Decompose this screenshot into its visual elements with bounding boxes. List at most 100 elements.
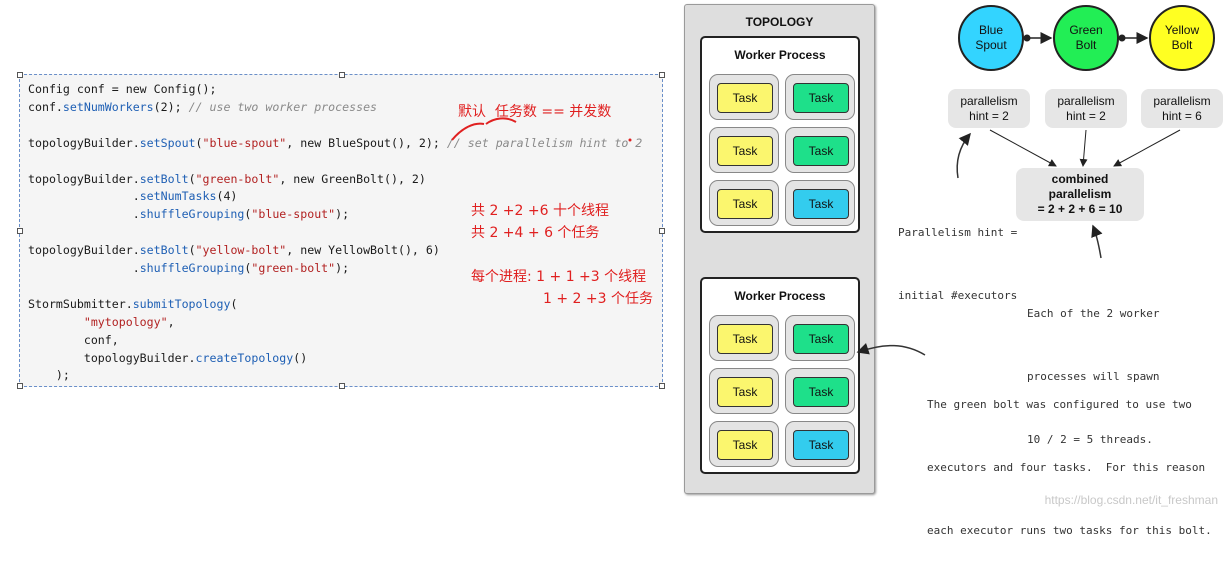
resize-handle[interactable] — [339, 72, 345, 78]
code-line: .shuffleGrouping("green-bolt"); — [28, 261, 349, 275]
code-text: Config conf = new Config(); — [28, 82, 217, 96]
arrow-annotation-green — [856, 342, 926, 356]
code-text: ); — [335, 261, 350, 275]
edge-dot — [1118, 34, 1126, 42]
annotation-line: initial #executors — [898, 289, 1018, 302]
code-method: setNumWorkers — [62, 99, 154, 114]
code-text: () — [293, 350, 308, 365]
executor-slot: Task — [709, 127, 779, 173]
code-text: ); — [28, 368, 70, 383]
executor-slot: Task — [785, 180, 855, 226]
code-line: Config conf = new Config(); — [28, 82, 216, 96]
code-text: , new BlueSpout(), 2); — [286, 135, 447, 150]
node-label: Bolt — [1171, 38, 1193, 52]
code-text: topologyBuilder. — [28, 350, 196, 365]
code-line: .shuffleGrouping("blue-spout"); — [28, 207, 349, 221]
node-label: Yellow — [1164, 23, 1200, 37]
task-yellow: Task — [717, 430, 773, 460]
code-line: ); — [28, 368, 70, 382]
annotation-line: Each of the 2 worker — [1027, 307, 1160, 320]
hint-value: hint = 6 — [1162, 108, 1202, 123]
code-text: conf. — [28, 99, 63, 114]
resize-handle[interactable] — [17, 383, 23, 389]
arrow-hint-to-combined — [989, 129, 1057, 167]
resize-handle[interactable] — [17, 72, 23, 78]
annotation-parallelism-hint: Parallelism hint = initial #executors — [898, 180, 1017, 327]
node-label: Spout — [975, 38, 1007, 52]
task-blue: Task — [793, 189, 849, 219]
task-yellow: Task — [717, 377, 773, 407]
code-string: "blue-spout" — [251, 207, 336, 222]
resize-handle[interactable] — [659, 72, 665, 78]
code-string: "mytopology" — [83, 314, 168, 329]
task-yellow: Task — [717, 136, 773, 166]
resize-handle[interactable] — [659, 383, 665, 389]
annotation-line: 10 / 2 = 5 threads. — [1027, 433, 1153, 446]
code-line: .setNumTasks(4) — [28, 189, 238, 204]
hint-label: parallelism — [1057, 93, 1115, 108]
red-dot — [628, 138, 632, 142]
combined-label: combined — [1051, 172, 1109, 186]
arrow-hint-to-combined — [1079, 129, 1088, 167]
resize-handle[interactable] — [659, 228, 665, 234]
code-text: . — [28, 189, 140, 204]
combined-value: = 2 + 2 + 6 = 10 — [1037, 202, 1123, 216]
executor-slot: Task — [785, 74, 855, 120]
code-panel: Config conf = new Config(); conf.setNumWo… — [17, 72, 665, 389]
code-line: "mytopology", — [28, 315, 175, 329]
code-text: . — [28, 207, 140, 222]
task-green: Task — [793, 377, 849, 407]
code-line: conf.setNumWorkers(2); // use two worker… — [28, 100, 377, 114]
code-text: (2); — [153, 99, 189, 114]
node-label: Blue — [978, 23, 1004, 37]
arrow-annotation-hint — [956, 132, 971, 179]
annotation-line: each executor runs two tasks for this bo… — [927, 524, 1212, 537]
hint-value: hint = 2 — [1066, 108, 1106, 123]
code-text: . — [28, 261, 140, 275]
note-threads: 共 2 +2 +6 十个线程 — [471, 203, 609, 219]
parallelism-hint-box: parallelism hint = 2 — [1045, 89, 1127, 128]
code-method: shuffleGrouping — [139, 261, 245, 275]
code-string: "yellow-bolt" — [195, 243, 287, 258]
worker-title: Worker Process — [734, 289, 826, 303]
node-label: Green — [1069, 23, 1103, 37]
code-text: ( — [244, 261, 252, 275]
code-text: StormSubmitter. — [28, 296, 133, 311]
edge-dot — [1023, 34, 1031, 42]
code-string: "green-bolt" — [251, 261, 336, 275]
code-line: topologyBuilder.setBolt("green-bolt", ne… — [28, 172, 426, 186]
parallelism-hint-box: parallelism hint = 2 — [948, 89, 1030, 128]
code-method: createTopology — [195, 350, 294, 365]
executor-slot: Task — [709, 421, 779, 467]
topology-title: TOPOLOGY — [745, 15, 814, 29]
code-method: setBolt — [139, 171, 189, 186]
code-text: topologyBuilder. — [28, 243, 140, 258]
code-line: StormSubmitter.submitTopology( — [28, 297, 237, 311]
annotation-worker-threads: Each of the 2 worker processes will spaw… — [1027, 261, 1159, 471]
annotation-line: executors and four tasks. For this reaso… — [927, 461, 1206, 474]
node-label: Bolt — [1075, 38, 1097, 52]
resize-handle[interactable] — [339, 383, 345, 389]
note-default: 默认 任务数 == 并发数 — [458, 104, 612, 120]
code-text: , new YellowBolt(), 6) — [286, 243, 440, 258]
code-text: topologyBuilder. — [28, 135, 140, 150]
code-line: topologyBuilder.createTopology() — [28, 351, 307, 365]
hint-value: hint = 2 — [969, 108, 1009, 123]
executor-slot: Task — [785, 315, 855, 361]
code-text: , new GreenBolt(), 2) — [279, 171, 426, 186]
node-blue-spout: Blue Spout — [958, 5, 1024, 71]
worker-title: Worker Process — [734, 48, 826, 62]
resize-handle[interactable] — [17, 228, 23, 234]
task-yellow: Task — [717, 324, 773, 354]
parallelism-hint-box: parallelism hint = 6 — [1141, 89, 1223, 128]
code-text: ); — [335, 207, 350, 222]
hint-label: parallelism — [1153, 93, 1211, 108]
code-text: ( — [188, 243, 196, 258]
task-green: Task — [793, 324, 849, 354]
